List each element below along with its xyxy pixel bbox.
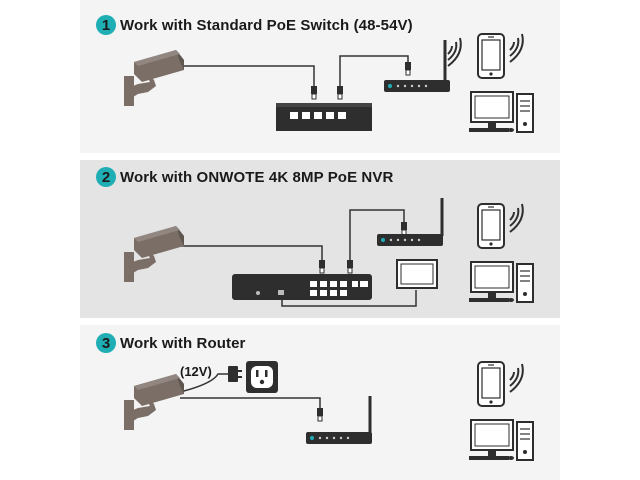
section-1-diagram — [124, 33, 534, 133]
section-1-number-badge: 1 — [96, 15, 116, 35]
power-outlet-icon — [246, 361, 278, 393]
wifi-signal-icon — [447, 37, 462, 67]
camera-icon — [124, 226, 184, 282]
desktop-pc-icon — [468, 91, 534, 133]
nvr-icon — [232, 274, 372, 300]
section-3-diagram — [124, 361, 534, 461]
section-1-heading: 1 Work with Standard PoE Switch (48-54V) — [96, 13, 413, 37]
power-adapter-icon — [228, 366, 242, 382]
router-icon — [306, 396, 372, 444]
section-2-diagram — [124, 198, 534, 307]
section-3-number-badge: 3 — [96, 333, 116, 353]
smartphone-icon — [477, 33, 505, 79]
wifi-signal-icon — [509, 203, 524, 233]
desktop-pc-icon — [468, 419, 534, 461]
section-2-number-badge: 2 — [96, 167, 116, 187]
adapter-voltage-label: (12V) — [180, 364, 212, 379]
section-1-title: Work with Standard PoE Switch (48-54V) — [120, 16, 413, 34]
smartphone-icon — [477, 203, 505, 249]
section-2-title: Work with ONWOTE 4K 8MP PoE NVR — [120, 168, 394, 186]
section-3-heading: 3 Work with Router — [96, 331, 246, 355]
section-2-heading: 2 Work with ONWOTE 4K 8MP PoE NVR — [96, 165, 393, 189]
wifi-signal-icon — [509, 363, 524, 393]
router-icon — [384, 40, 450, 92]
poe-switch-icon — [276, 103, 372, 131]
smartphone-icon — [477, 361, 505, 407]
camera-icon — [124, 50, 184, 106]
wifi-signal-icon — [509, 33, 524, 63]
camera-icon — [124, 374, 184, 430]
router-icon — [377, 198, 444, 246]
monitor-icon — [396, 259, 438, 289]
section-3-title: Work with Router — [120, 334, 246, 352]
desktop-pc-icon — [468, 261, 534, 303]
